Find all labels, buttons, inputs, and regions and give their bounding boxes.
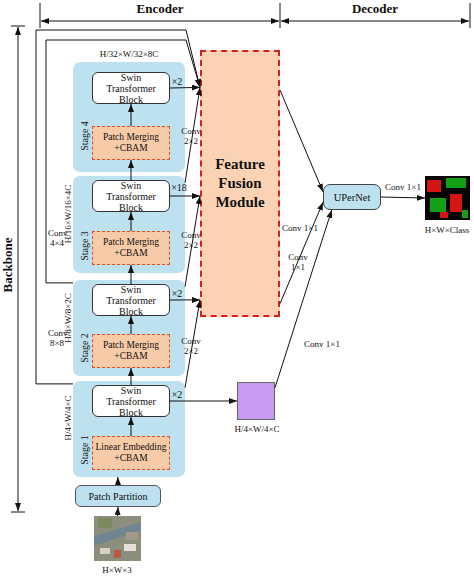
dimension-label: H×W×3: [102, 565, 132, 575]
connector-arrow: [381, 197, 425, 198]
patch-merging-box: Patch Merging +CBAM: [92, 231, 170, 265]
block-label: Linear Embedding +CBAM: [95, 442, 167, 464]
extent-bar: [280, 3, 281, 28]
extent-arrow: [18, 27, 19, 511]
stage-label: Stage 3: [79, 231, 90, 261]
connector-arrow: [131, 417, 132, 436]
repeat-count: ×2: [172, 389, 183, 400]
block-label: Patch Merging +CBAM: [95, 132, 167, 154]
connector-arrow: [131, 265, 132, 284]
stage-label: Stage 2: [79, 333, 90, 363]
swin-block: Swin Transformer Block: [92, 180, 170, 212]
mask-region: [462, 210, 468, 218]
stage-band: Stage 1H/4×W/4×CSwin Transformer BlockLi…: [73, 381, 185, 477]
extent-bar: [11, 26, 25, 27]
decoder-box: UPerNet: [323, 184, 381, 210]
section-heading: Backbone: [0, 236, 16, 295]
connector-arrow: [170, 401, 237, 402]
extent-bar: [40, 3, 41, 28]
embedding-box: Linear Embedding +CBAM: [92, 436, 170, 470]
edge-label: Conv 2×2: [180, 230, 202, 250]
stage-band: Stage 2H/8×W/8×2CSwin Transformer BlockP…: [73, 280, 185, 376]
block-label: Swin Transformer Block: [95, 385, 167, 418]
swin-block: Swin Transformer Block: [92, 72, 170, 104]
input-image-frame: H×W×3: [94, 516, 141, 561]
stage-label: Stage 1: [79, 435, 90, 465]
repeat-count: ×2: [172, 288, 183, 299]
connector-arrow: [131, 212, 132, 231]
connector-arrow: [131, 368, 132, 385]
connector-arrow: [36, 30, 200, 384]
block-label: Swin Transformer Block: [95, 284, 167, 317]
block-label: Patch Merging +CBAM: [95, 340, 167, 362]
edge-label: Conv 1×1: [373, 182, 433, 192]
dimension-label: H×W×Class: [425, 225, 470, 235]
dimension-label: H/4×W/4×C: [234, 424, 279, 434]
section-heading: Decoder: [350, 1, 400, 17]
image-ground: [94, 516, 141, 561]
module-label: Feature Fusion Module: [204, 155, 276, 212]
block-label: Swin Transformer Block: [95, 72, 167, 105]
output-image-frame: H×W×Class: [425, 176, 470, 220]
connector-arrow: [275, 210, 332, 388]
connector-arrow: [131, 316, 132, 334]
stage-band: Stage 3H/16×W/16×4CSwin Transformer Bloc…: [73, 176, 185, 273]
dimension-label: H/32×W/32×8C: [100, 49, 159, 59]
connector-arrow: [170, 196, 200, 197]
block-label: Swin Transformer Block: [95, 180, 167, 213]
patch-merging-box: Patch Merging +CBAM: [92, 126, 170, 160]
block-label: UPerNet: [334, 192, 371, 203]
stage-label: Stage 4: [79, 121, 90, 151]
connector-arrow: [280, 202, 323, 303]
block-label: Patch Partition: [88, 491, 147, 502]
mask-region: [450, 194, 462, 212]
connector-arrow: [170, 299, 200, 300]
image-building: [100, 548, 110, 554]
repeat-count: ×2: [172, 76, 183, 87]
connector-arrow: [131, 160, 132, 180]
edge-label: Conv 1×1: [286, 252, 310, 272]
section-heading: Encoder: [135, 1, 186, 17]
connector-arrow: [46, 40, 200, 283]
edge-label: Conv 1×1: [270, 223, 330, 233]
mask-region: [427, 180, 441, 192]
image-field: [98, 518, 112, 528]
fusion-module: Feature Fusion Module: [200, 50, 280, 317]
image-building: [124, 544, 136, 551]
extent-bar: [11, 512, 25, 513]
edge-label: Conv 2×2: [180, 336, 202, 356]
output-image: [425, 176, 470, 220]
feature-map: H/4×W/4×C: [237, 382, 275, 420]
mask-background: [425, 176, 470, 220]
block-label: Patch Merging +CBAM: [95, 237, 167, 259]
edge-label: Conv 8×8: [48, 328, 66, 348]
input-image: [94, 516, 141, 561]
dimension-label: H/4×W/4×C: [63, 395, 73, 440]
mask-region: [440, 212, 448, 218]
connector-arrow: [117, 477, 118, 485]
edge-label: Conv 1×1: [292, 339, 352, 349]
stage-band: Stage 4H/32×W/32×8CSwin Transformer Bloc…: [73, 62, 185, 172]
repeat-count: ×18: [171, 182, 187, 193]
image-building: [114, 550, 121, 558]
swin-block: Swin Transformer Block: [92, 385, 170, 417]
extent-arrow: [41, 21, 279, 22]
connector-arrow: [280, 90, 323, 192]
extent-bar: [470, 3, 471, 28]
patch-merging-box: Patch Merging +CBAM: [92, 334, 170, 368]
swin-block: Swin Transformer Block: [92, 284, 170, 316]
connector-arrow: [131, 104, 132, 126]
mask-region: [430, 198, 446, 212]
partition-box: Patch Partition: [75, 485, 161, 507]
mask-region: [446, 178, 466, 188]
connector-arrow: [170, 87, 200, 89]
connector-arrow: [117, 507, 119, 516]
edge-label: Conv 4×4: [48, 228, 66, 248]
extent-arrow: [281, 21, 469, 22]
image-field: [126, 532, 138, 540]
edge-label: Conv 2×2: [180, 126, 202, 146]
